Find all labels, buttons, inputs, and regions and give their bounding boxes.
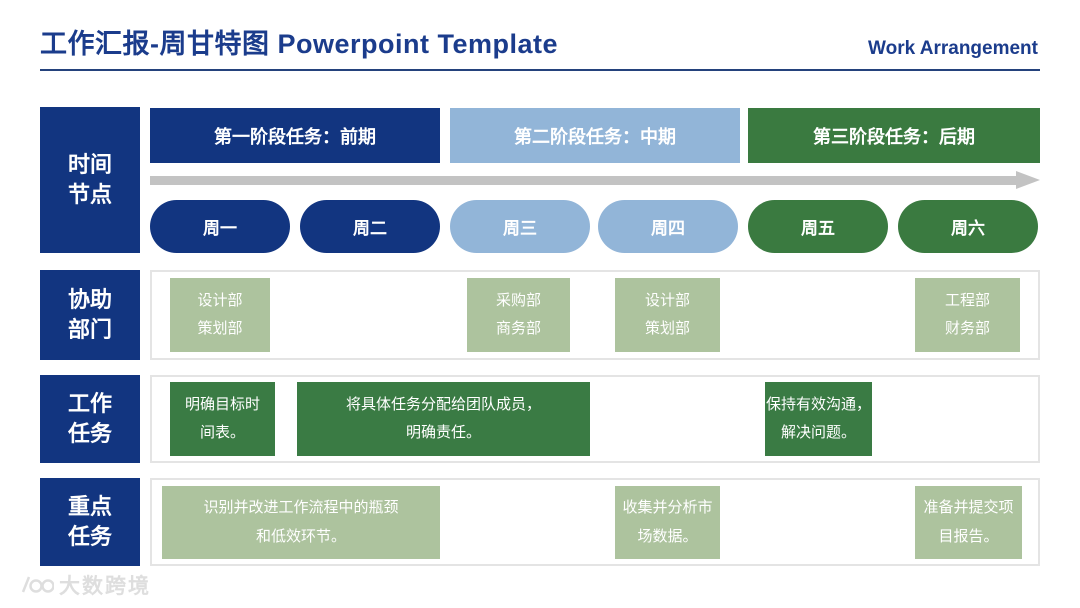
key-task-box: 准备并提交项 目报告。 [915,486,1022,559]
watermark-100-icon [21,576,54,593]
timeline-arrow-head-icon [1016,171,1040,189]
row-label-key-tasks: 重点 任务 [40,478,140,566]
watermark: 大数跨境 [20,570,151,600]
day-pill-wednesday: 周三 [450,200,590,253]
department-box: 采购部 商务部 [467,278,570,352]
day-pill-friday: 周五 [748,200,888,253]
work-tasks-row-frame [150,375,1040,463]
timeline-arrow [150,176,1016,185]
phase-header-1: 第一阶段任务：前期 [150,108,440,163]
departments-row-frame [150,270,1040,360]
day-pill-thursday: 周四 [598,200,738,253]
page-title: 工作汇报-周甘特图 Powerpoint Template [40,29,559,59]
day-pill-tuesday: 周二 [300,200,440,253]
work-task-box: 保持有效沟通， 解决问题。 [765,382,872,456]
department-box: 工程部 财务部 [915,278,1020,352]
row-label-work-tasks: 工作 任务 [40,375,140,463]
work-task-box: 明确目标时 间表。 [170,382,275,456]
phase-header-2: 第二阶段任务：中期 [450,108,740,163]
department-box: 设计部 策划部 [170,278,270,352]
row-label-departments: 协助 部门 [40,270,140,360]
title-divider [40,69,1040,71]
day-pill-saturday: 周六 [898,200,1038,253]
phase-header-3: 第三阶段任务：后期 [748,108,1040,163]
watermark-text: 大数跨境 [59,575,151,598]
key-task-box: 识别并改进工作流程中的瓶颈 和低效环节。 [162,486,440,559]
key-task-box: 收集并分析市 场数据。 [615,486,720,559]
work-task-box: 将具体任务分配给团队成员， 明确责任。 [297,382,590,456]
header-subtitle: Work Arrangement [868,38,1038,59]
day-pill-monday: 周一 [150,200,290,253]
row-label-timeline: 时间 节点 [40,107,140,253]
department-box: 设计部 策划部 [615,278,720,352]
